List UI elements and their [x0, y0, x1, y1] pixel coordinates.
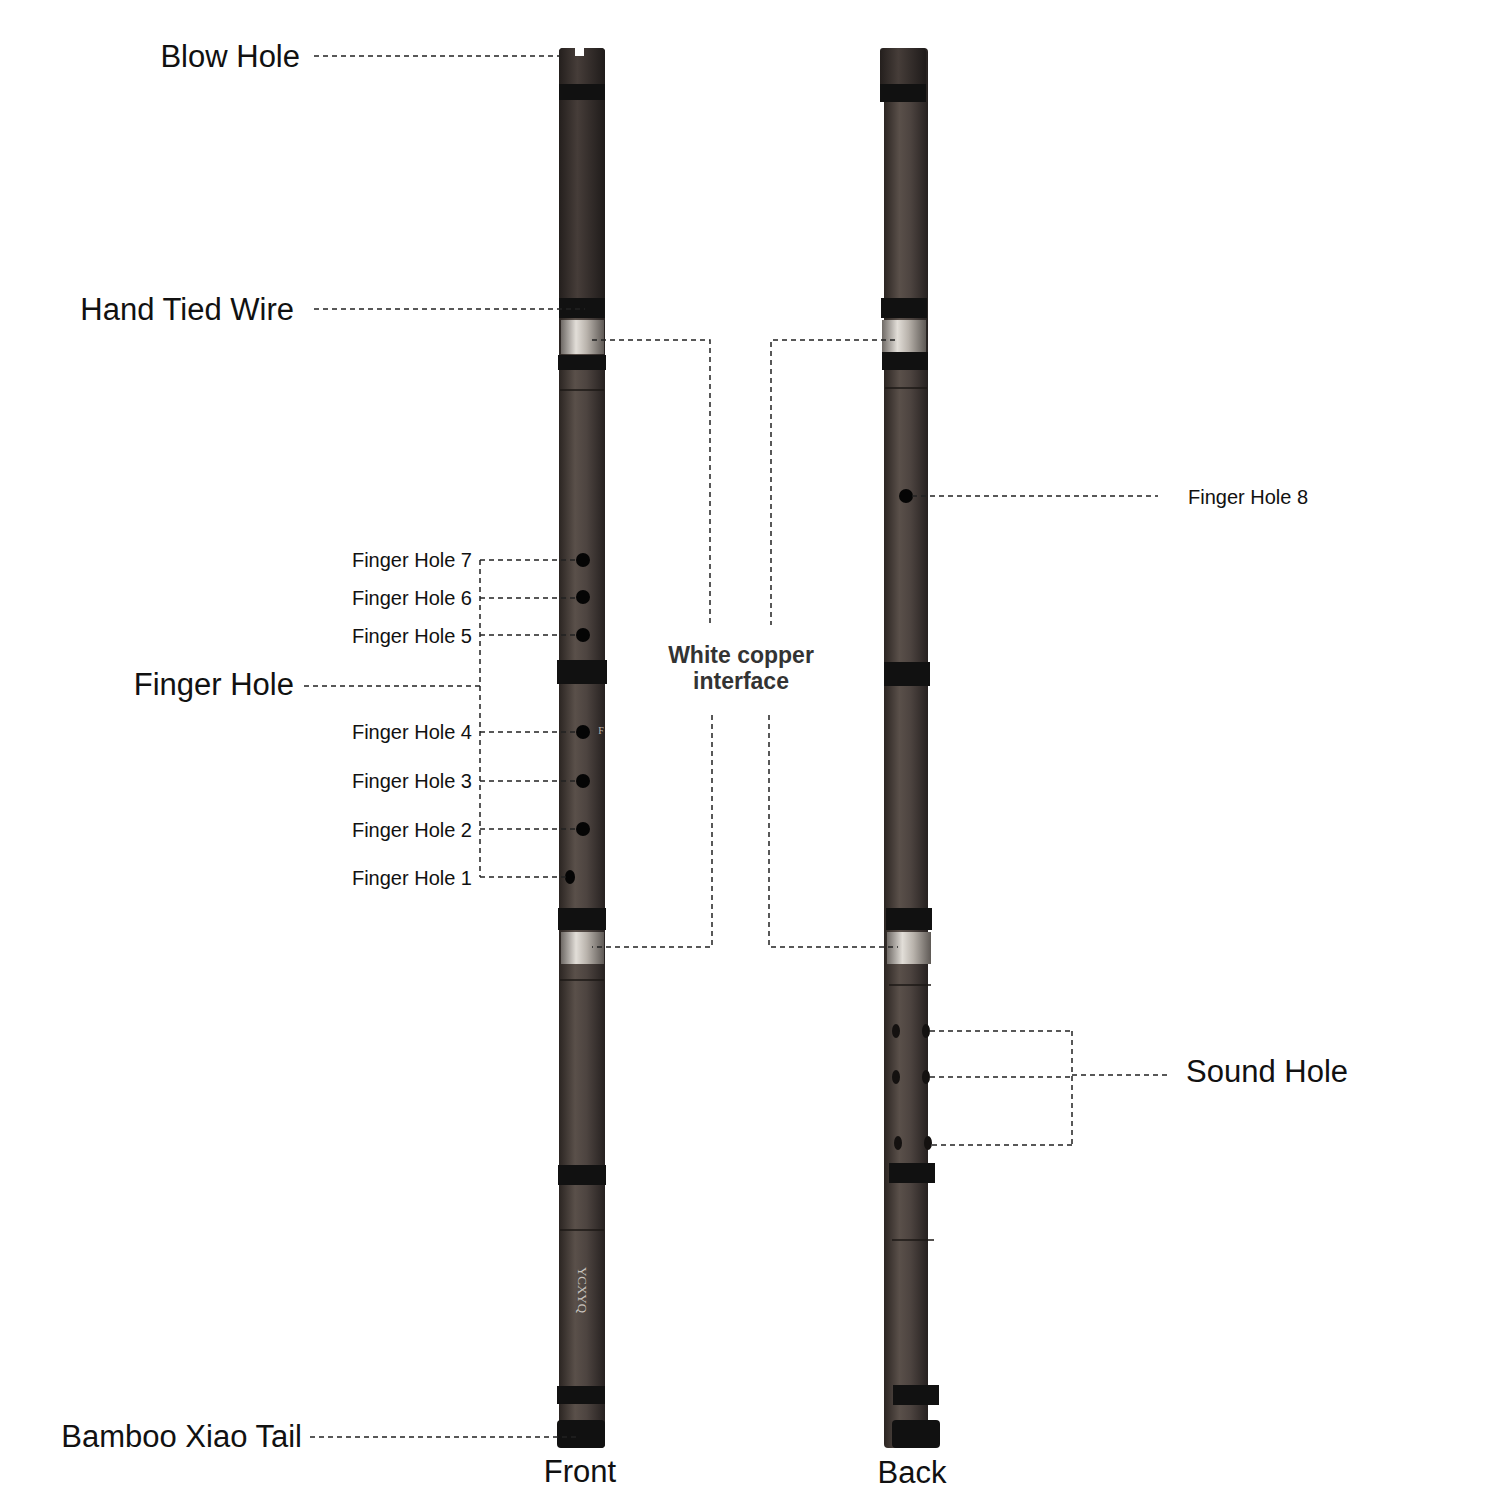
wire-band — [893, 1385, 939, 1405]
front-flute — [557, 47, 607, 1448]
part-label: Finger Hole — [134, 667, 294, 703]
wire-band — [558, 1165, 606, 1185]
blow-hole-notch — [575, 47, 584, 56]
leader-line — [932, 1144, 1072, 1146]
flute-head — [880, 48, 926, 88]
wire-band — [557, 660, 607, 684]
leader-line — [769, 715, 898, 947]
leader-line — [304, 685, 480, 687]
interface-label: White copper interface — [651, 642, 831, 695]
view-label: Front — [544, 1454, 616, 1490]
leader-line — [912, 495, 1158, 497]
sound-hole — [892, 1024, 900, 1038]
hole-label: Finger Hole 1 — [352, 867, 472, 890]
bamboo-node — [889, 984, 931, 986]
wire-band — [882, 352, 928, 370]
wire-band — [889, 1163, 935, 1183]
hole-label: Finger Hole 7 — [352, 549, 472, 572]
finger-hole — [576, 774, 590, 788]
hole-label: Finger Hole 6 — [352, 587, 472, 610]
copper-ring — [882, 320, 931, 964]
leader-line — [314, 55, 560, 57]
sound-hole — [924, 1136, 932, 1150]
leader-line — [771, 340, 895, 625]
wire-band — [559, 298, 605, 318]
hole-label: Finger Hole 8 — [1188, 486, 1308, 509]
finger-hole — [565, 553, 590, 884]
wire-band — [886, 908, 932, 930]
leader-line — [930, 1030, 1072, 1032]
sound-hole — [894, 1136, 902, 1150]
wire-band — [557, 84, 607, 1448]
part-label: Bamboo Xiao Tail — [61, 1419, 302, 1455]
flute-head — [559, 48, 605, 300]
leader-line — [592, 715, 712, 947]
bamboo-node — [560, 1229, 604, 1231]
leader-line — [480, 731, 578, 733]
leader-line — [310, 1436, 580, 1438]
wire-band — [880, 84, 940, 1448]
leader-line — [480, 597, 578, 599]
brand-mark: YCXYQ — [575, 1267, 590, 1313]
bamboo-node — [885, 387, 927, 389]
finger-hole — [899, 489, 913, 503]
leader-line — [1071, 1031, 1073, 1145]
sound-hole — [922, 1070, 930, 1084]
part-label: Sound Hole — [1186, 1054, 1348, 1090]
leader-line — [592, 340, 710, 625]
hole-label: Finger Hole 4 — [352, 721, 472, 744]
wire-band — [558, 355, 606, 370]
leader-line — [480, 876, 566, 878]
hole-label: Finger Hole 5 — [352, 625, 472, 648]
copper-ring — [561, 320, 604, 354]
back-flute — [880, 48, 940, 1448]
wire-band — [559, 84, 605, 100]
wire-band — [880, 84, 926, 102]
finger-hole — [565, 870, 575, 884]
part-label: Hand Tied Wire — [80, 292, 294, 328]
wire-band — [881, 298, 927, 318]
sound-hole — [922, 1024, 930, 1038]
bamboo-node — [560, 979, 604, 981]
bamboo-node — [560, 389, 604, 391]
bamboo-node — [885, 388, 934, 1240]
leader-line — [1072, 1074, 1170, 1076]
copper-ring — [561, 932, 604, 964]
wire-band — [558, 908, 606, 930]
leader-line — [480, 559, 578, 561]
leader-line — [304, 56, 1170, 1437]
leader-line — [480, 780, 578, 782]
sound-hole — [892, 1024, 932, 1150]
wire-band — [892, 1420, 940, 1448]
flute-body — [559, 48, 605, 1448]
hole-label: Finger Hole 3 — [352, 770, 472, 793]
wire-band — [557, 1386, 605, 1404]
hole-label: Finger Hole 2 — [352, 819, 472, 842]
flute-body — [884, 48, 928, 1448]
finger-hole — [576, 590, 590, 604]
finger-hole — [576, 628, 590, 642]
part-label: Blow Hole — [160, 39, 300, 75]
bamboo-node — [560, 390, 604, 1230]
copper-ring — [887, 932, 931, 964]
copper-ring — [882, 320, 926, 352]
leader-line — [930, 1076, 1072, 1078]
leader-line — [480, 634, 578, 636]
sound-hole — [892, 1070, 900, 1084]
finger-hole — [576, 553, 590, 567]
bamboo-node — [892, 1239, 934, 1241]
leader-line — [314, 308, 585, 310]
leader-line — [480, 828, 578, 830]
copper-ring — [561, 320, 604, 964]
wire-band — [884, 662, 930, 686]
finger-hole — [576, 725, 590, 739]
key-mark: F — [598, 725, 604, 737]
view-label: Back — [878, 1455, 947, 1491]
wire-band — [557, 1420, 605, 1448]
finger-hole — [576, 822, 590, 836]
